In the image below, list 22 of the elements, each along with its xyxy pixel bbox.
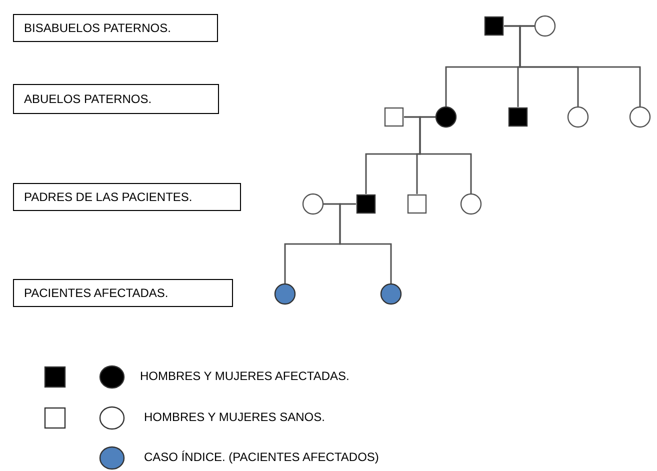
legend-text: HOMBRES Y MUJERES AFECTADAS. (140, 369, 350, 383)
index-case-female-circle-symbol (380, 283, 402, 305)
healthy-male-square-symbol (406, 193, 428, 215)
healthy-female-circle-symbol (567, 106, 589, 128)
generation-label: ABUELOS PATERNOS. (13, 84, 219, 114)
generation-label: PADRES DE LAS PACIENTES. (13, 183, 241, 211)
healthy-female-circle-symbol (460, 193, 482, 215)
legend-text: HOMBRES Y MUJERES SANOS. (144, 410, 325, 424)
affected-male-square-symbol (355, 193, 377, 215)
generation-label: BISABUELOS PATERNOS. (13, 14, 218, 42)
affected-male-square-symbol (507, 106, 529, 128)
healthy-female-circle-symbol (302, 193, 324, 215)
healthy-female-circle-symbol (534, 15, 556, 37)
affected-male-square-symbol (483, 15, 505, 37)
affected-female-circle-symbol (435, 106, 457, 128)
pedigree-line (339, 203, 392, 284)
generation-label: PACIENTES AFECTADAS. (13, 279, 233, 307)
pedigree-line (419, 116, 472, 194)
index-case-female-circle-symbol (274, 283, 296, 305)
healthy-male-square-symbol (383, 106, 405, 128)
healthy-female-circle-symbol (629, 106, 651, 128)
legend-text: CASO ÍNDICE. (PACIENTES AFECTADOS) (144, 450, 379, 464)
